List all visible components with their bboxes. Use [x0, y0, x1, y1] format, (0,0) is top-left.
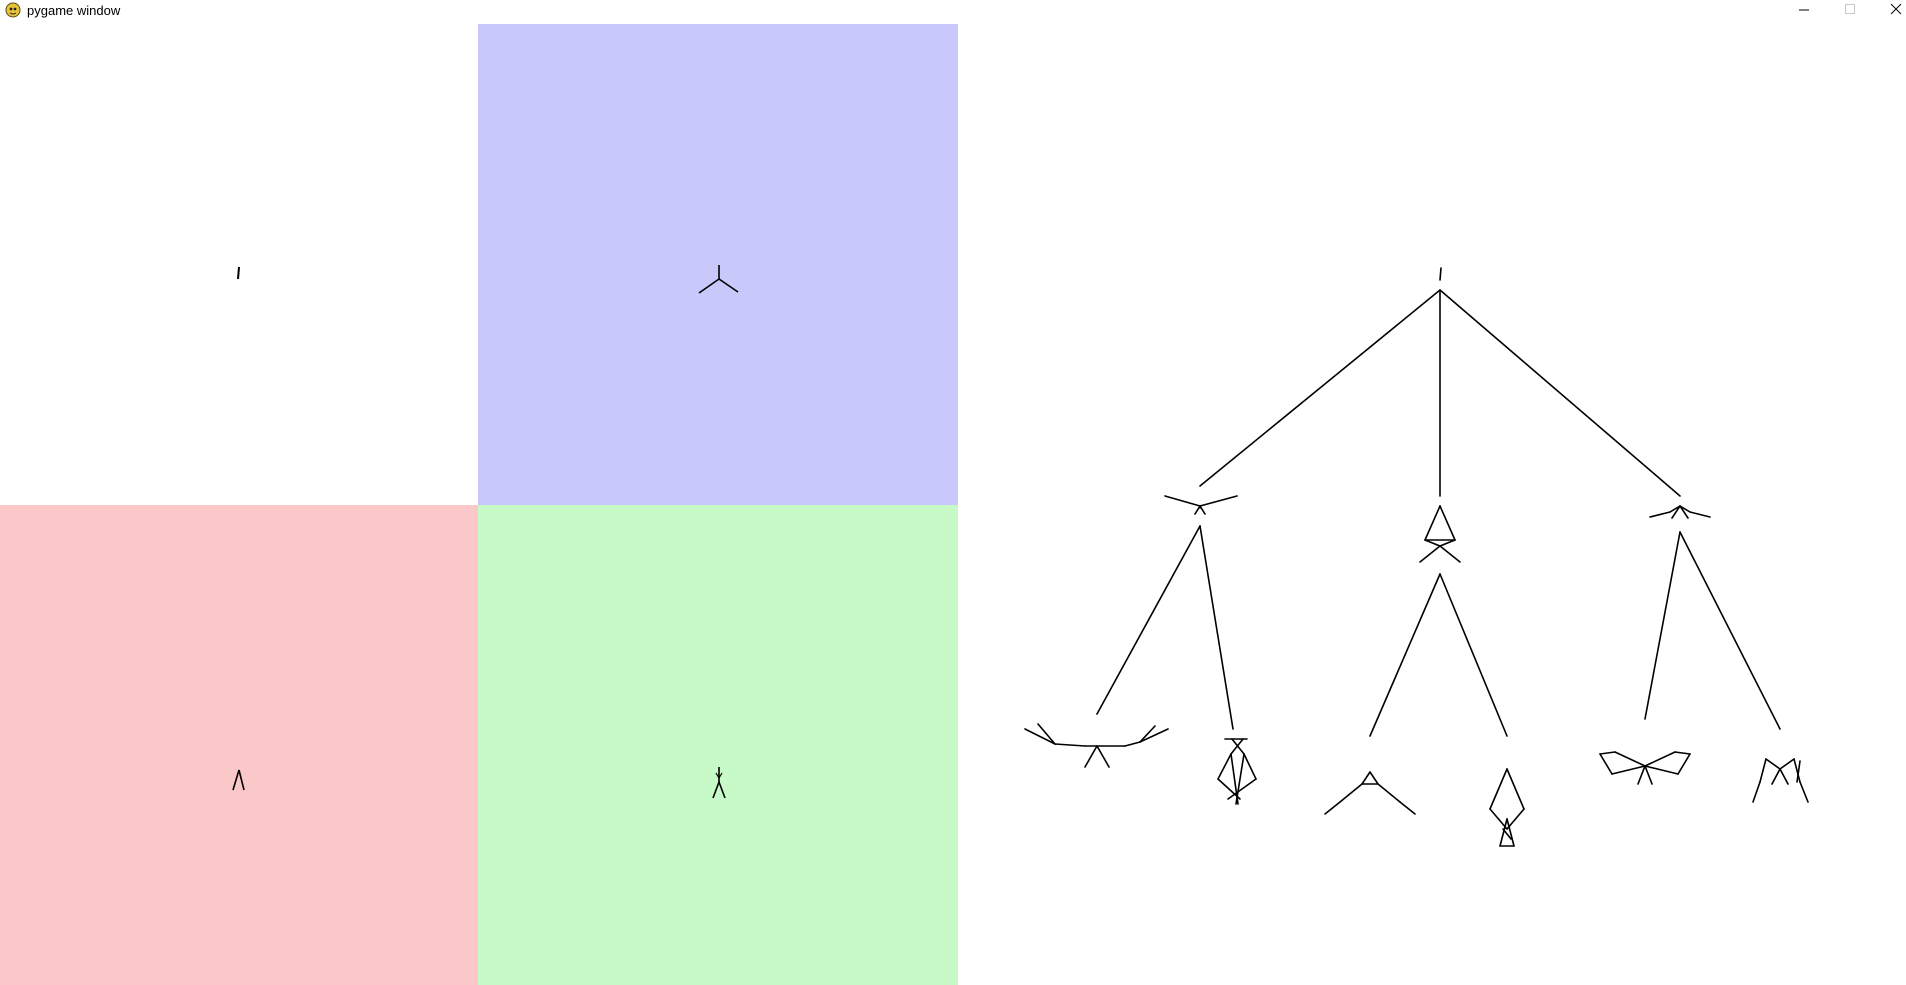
figure-stick	[237, 266, 240, 280]
tree-edges-level-2	[1096, 525, 1781, 737]
tree-node-1-2	[1419, 505, 1461, 563]
panel-bottom-right[interactable]	[478, 505, 958, 985]
tree-node-2-2	[1217, 738, 1257, 805]
panel-top-left[interactable]	[0, 24, 478, 505]
tree-node-2-1	[1024, 723, 1169, 768]
figure-chevron	[232, 769, 245, 791]
close-button[interactable]	[1873, 0, 1906, 20]
window-title: pygame window	[27, 3, 121, 18]
figure-tripod	[698, 265, 739, 294]
tree-root	[1439, 267, 1442, 281]
minimize-button[interactable]	[1781, 0, 1827, 20]
maximize-button[interactable]	[1827, 0, 1873, 20]
tree-node-2-3	[1324, 771, 1416, 815]
tree-edges-level-1	[1199, 289, 1681, 497]
tree-node-2-6	[1752, 758, 1809, 803]
tree-diagram	[1024, 267, 1809, 847]
tree-node-1-1	[1164, 495, 1238, 515]
panel-top-right[interactable]	[478, 24, 958, 505]
pygame-snake-icon	[5, 2, 21, 18]
tree-node-2-4	[1489, 768, 1525, 847]
title-bar[interactable]: pygame window	[0, 0, 1906, 24]
figure-walker	[712, 767, 726, 799]
pygame-canvas[interactable]	[0, 24, 1906, 985]
tree-node-2-5	[1599, 751, 1691, 785]
close-icon	[1890, 3, 1902, 15]
minimize-icon	[1799, 9, 1809, 11]
tree-node-1-3	[1649, 505, 1711, 519]
panel-bottom-left[interactable]	[0, 505, 478, 985]
maximize-icon	[1845, 4, 1855, 14]
